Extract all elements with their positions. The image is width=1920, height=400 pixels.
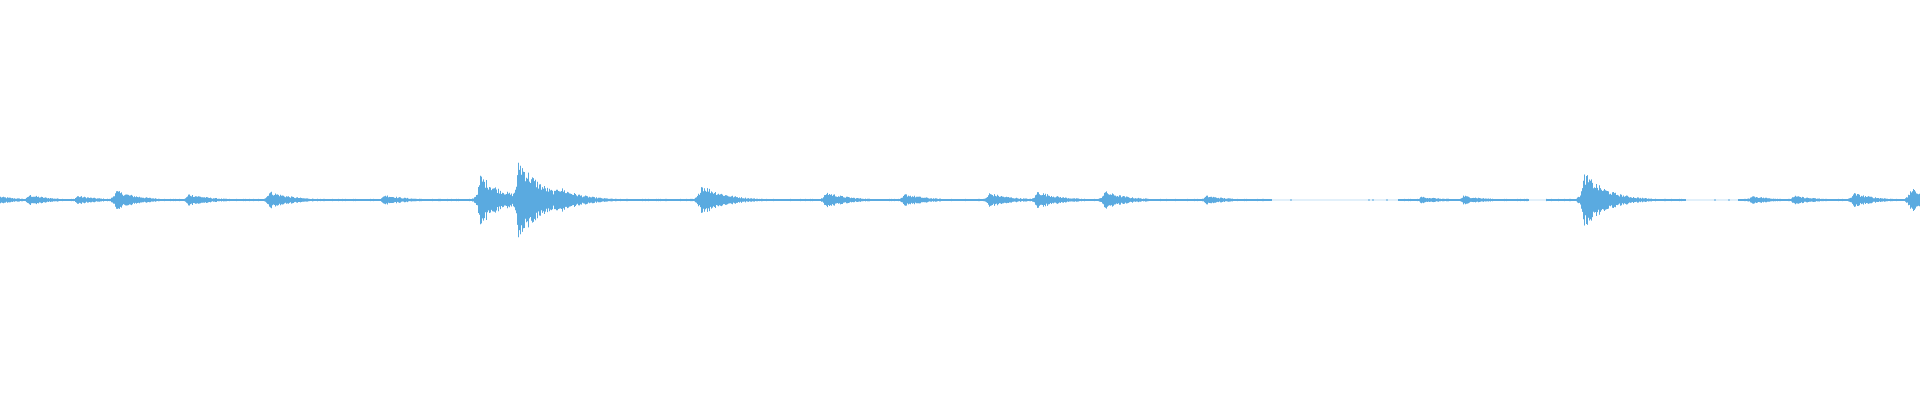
waveform-path bbox=[0, 162, 1920, 238]
